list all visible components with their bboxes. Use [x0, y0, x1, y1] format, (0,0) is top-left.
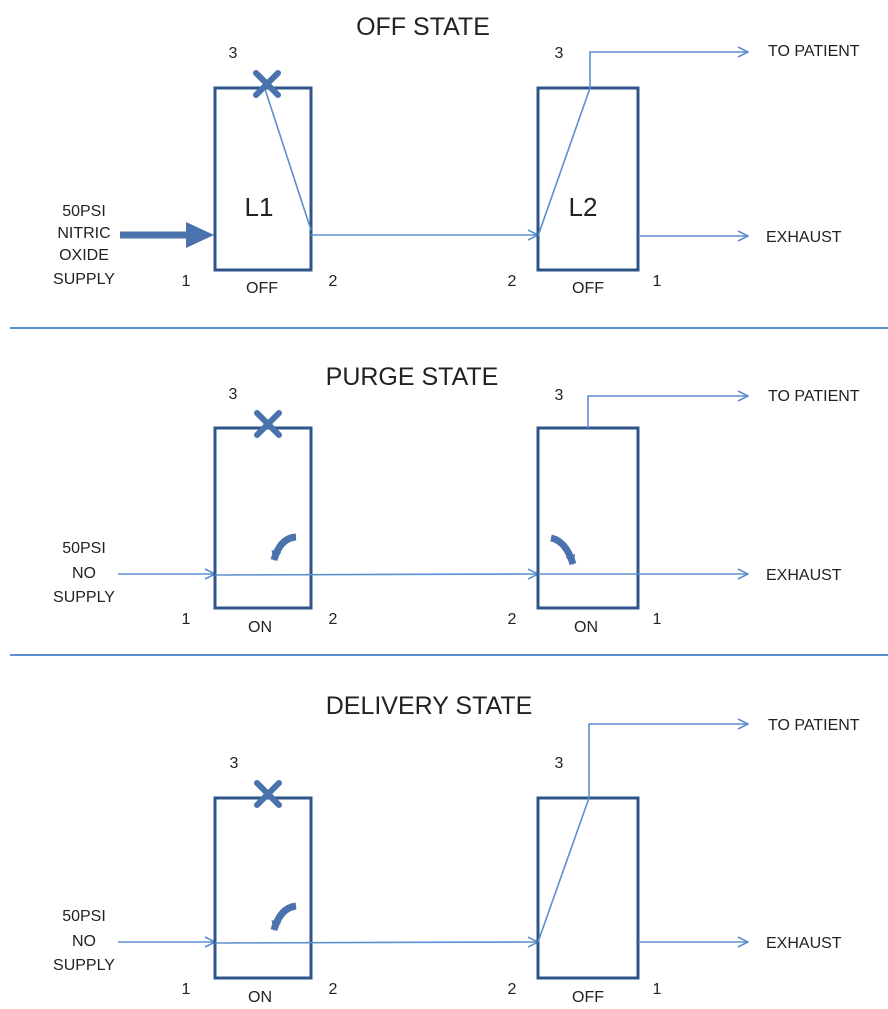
l2-pin-1: 1	[653, 981, 662, 998]
l2-pin-1: 1	[653, 611, 662, 628]
l2-pin-1: 1	[653, 273, 662, 290]
l1-to-l2-line	[214, 942, 538, 943]
l1-pin-1: 1	[182, 611, 191, 628]
valve-l2	[536, 796, 640, 980]
l2-pin-3: 3	[555, 45, 564, 62]
to-patient-label: TO PATIENT	[768, 388, 860, 405]
curved-arrow-icon	[270, 902, 297, 932]
no-supply-label: 50PSI NO SUPPLY	[53, 908, 115, 974]
curved-arrow-icon	[550, 534, 577, 566]
to-patient-label: TO PATIENT	[768, 717, 860, 734]
l2-pin-3: 3	[555, 755, 564, 772]
supply-label-line: 50PSI	[62, 203, 106, 220]
blocked-port-icon	[254, 780, 282, 808]
l1-state-label: ON	[248, 619, 272, 636]
off-state-title: OFF STATE	[356, 13, 490, 41]
valve-l2-name: L2	[569, 192, 598, 222]
l2-pin-2: 2	[508, 981, 517, 998]
supply-label-line: NO	[72, 933, 96, 950]
valve-l1	[213, 86, 313, 272]
exhaust-label: EXHAUST	[766, 935, 842, 952]
purge-state-title: PURGE STATE	[326, 363, 499, 391]
l2-state-label: OFF	[572, 989, 604, 1006]
l2-state-label: OFF	[572, 280, 604, 297]
l2-internal-path	[537, 797, 590, 943]
valve-l1-name: L1	[245, 192, 274, 222]
no-supply-label: 50PSI NO SUPPLY	[53, 540, 115, 606]
blocked-port-icon	[253, 70, 281, 98]
l2-pin-2: 2	[508, 273, 517, 290]
to-patient-line	[587, 396, 748, 428]
to-patient-line	[589, 52, 748, 88]
off-state-panel: OFF STATE 50PSI NITRIC OXIDE SUPPLY L1 3…	[53, 13, 860, 297]
l1-state-label: ON	[248, 989, 272, 1006]
l1-pin-2: 2	[329, 611, 338, 628]
l2-internal-path	[537, 87, 591, 237]
supply-arrow	[120, 222, 214, 248]
l1-pin-3: 3	[229, 386, 238, 403]
l2-state-label: ON	[574, 619, 598, 636]
purge-state-panel: PURGE STATE 50PSI NO SUPPLY 3 1 2 ON 3 2…	[53, 363, 860, 636]
curved-arrow-icon	[270, 533, 297, 562]
supply-label-line: 50PSI	[62, 908, 106, 925]
to-patient-line	[588, 724, 748, 798]
supply-label-line: SUPPLY	[53, 589, 115, 606]
to-patient-label: TO PATIENT	[768, 43, 860, 60]
valve-l1	[213, 426, 313, 610]
delivery-state-title: DELIVERY STATE	[326, 692, 533, 720]
l1-pin-1: 1	[182, 273, 191, 290]
l1-pin-2: 2	[329, 981, 338, 998]
delivery-state-panel: DELIVERY STATE 50PSI NO SUPPLY 3 1 2 ON …	[53, 692, 860, 1006]
supply-label-line: OXIDE	[59, 247, 109, 264]
supply-label-line: NO	[72, 565, 96, 582]
l1-to-l2-line	[214, 574, 538, 575]
valve-l2	[536, 426, 640, 610]
valve-l2	[536, 86, 640, 272]
l1-internal-path	[263, 85, 312, 231]
supply-label-line: SUPPLY	[53, 957, 115, 974]
exhaust-label: EXHAUST	[766, 567, 842, 584]
l2-pin-3: 3	[555, 387, 564, 404]
supply-label-line: SUPPLY	[53, 271, 115, 288]
l1-pin-3: 3	[229, 45, 238, 62]
l1-pin-3: 3	[230, 755, 239, 772]
valve-l1	[213, 796, 313, 980]
l1-pin-1: 1	[182, 981, 191, 998]
supply-label-line: NITRIC	[57, 225, 110, 242]
exhaust-label: EXHAUST	[766, 229, 842, 246]
nitric-oxide-supply-label: 50PSI NITRIC OXIDE SUPPLY	[53, 203, 115, 288]
l1-state-label: OFF	[246, 280, 278, 297]
supply-label-line: 50PSI	[62, 540, 106, 557]
l1-pin-2: 2	[329, 273, 338, 290]
l2-pin-2: 2	[508, 611, 517, 628]
blocked-port-icon	[254, 410, 282, 438]
